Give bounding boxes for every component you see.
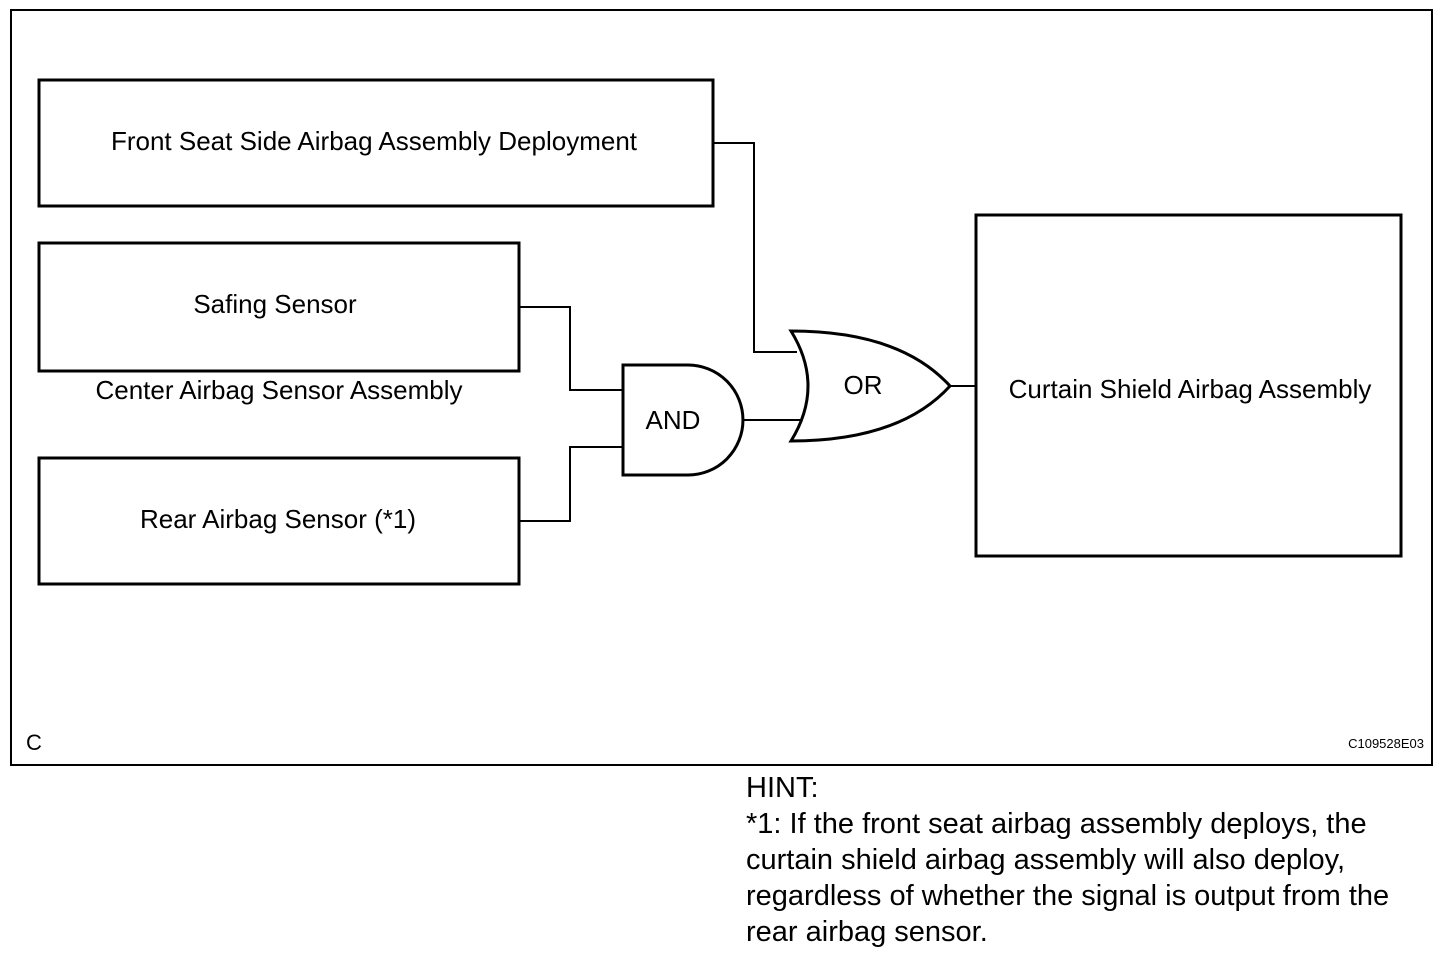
curtain-shield-label: Curtain Shield Airbag Assembly [1009,374,1372,404]
front-seat-label: Front Seat Side Airbag Assembly Deployme… [111,126,638,156]
rear-airbag-sensor-label: Rear Airbag Sensor (*1) [140,504,416,534]
hint-line: *1: If the front seat airbag assembly de… [746,808,1367,840]
hint-line: curtain shield airbag assembly will also… [746,844,1346,876]
figure-code: C109528E03 [1348,736,1424,751]
corner-letter: C [26,730,42,755]
and-gate-label: AND [646,405,701,435]
curtain-shield-block [974,213,1403,558]
hint-line: regardless of whether the signal is outp… [746,880,1390,912]
center-airbag-sensor-label: Center Airbag Sensor Assembly [95,375,462,405]
safing-sensor-block [37,241,521,373]
wire-front-to-or [713,142,797,353]
hint-note: HINT: *1: If the front seat airbag assem… [746,770,1446,950]
wire-rear-to-and [519,446,623,522]
rear-airbag-sensor-block [37,456,521,586]
wire-safing-to-and [519,306,623,391]
hint-title: HINT: [746,772,819,804]
safing-sensor-label: Safing Sensor [193,289,357,319]
front-seat-block [37,78,715,208]
or-gate-label: OR [844,370,883,400]
diagram-frame [10,9,1433,766]
hint-line: rear airbag sensor. [746,916,988,948]
and-gate [621,363,745,477]
or-gate [788,329,953,443]
